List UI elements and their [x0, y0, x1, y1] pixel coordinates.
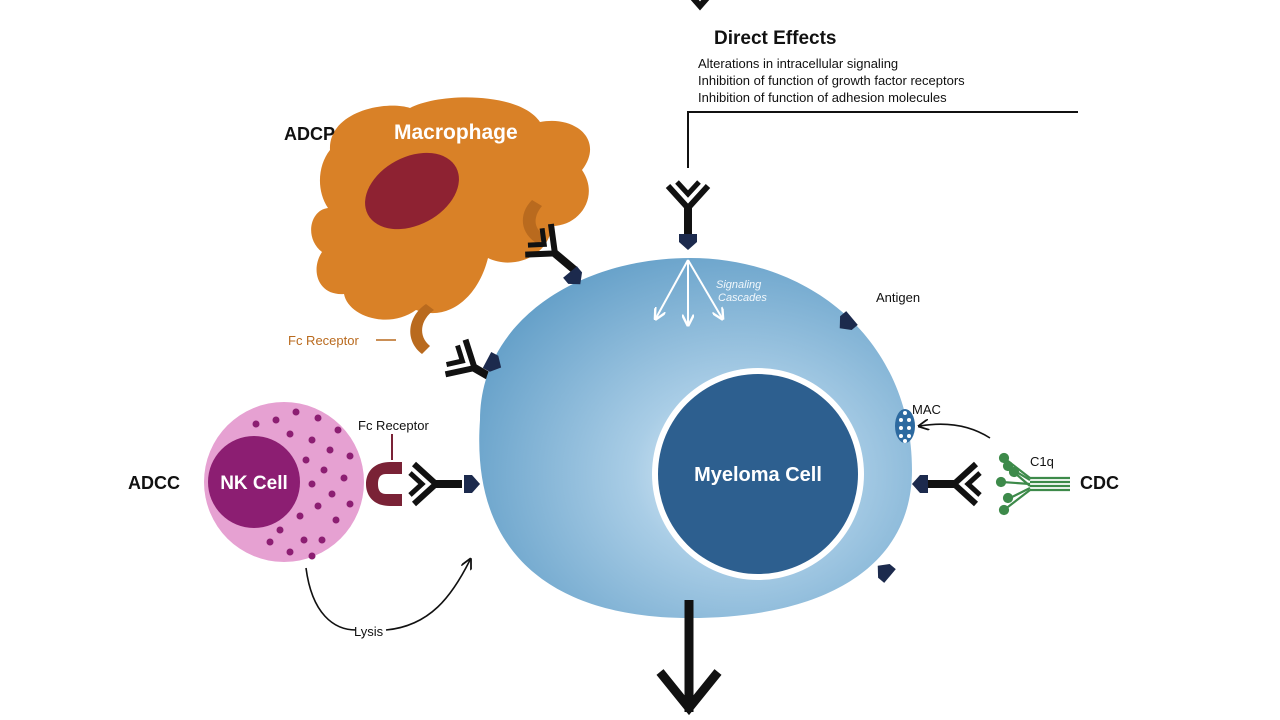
antigen: [871, 558, 896, 583]
macrophage-nucleus: [365, 152, 459, 230]
down-arrow-head: [656, 669, 722, 716]
direct-effect-item: Alterations in intracellular signaling: [698, 56, 898, 71]
antigen-label: Antigen: [876, 290, 920, 305]
mac-complex: [895, 409, 915, 443]
fc-receptor-nk: [366, 462, 402, 506]
nk-cell-label: NK Cell: [220, 473, 288, 494]
adcc-label: ADCC: [128, 473, 180, 493]
direct-effects-connector: [687, 111, 1078, 168]
adcp-label: ADCP: [284, 124, 335, 144]
myeloma-cell-label: Myeloma Cell: [694, 464, 822, 486]
direct-effect-item: Inhibition of function of adhesion molec…: [698, 90, 947, 105]
signaling-arrow: [687, 259, 722, 318]
cdc-label: CDC: [1080, 473, 1119, 493]
macrophage: [311, 97, 591, 320]
macrophage-label: Macrophage: [394, 121, 518, 144]
lysis-label: Lysis: [354, 624, 384, 639]
antibody-cdc: [928, 464, 980, 504]
mac-arrow: [920, 424, 991, 439]
c1q-label: C1q: [1030, 454, 1054, 469]
myeloma-nucleus: [658, 374, 858, 574]
fc-receptor-nk-label: Fc Receptor: [358, 418, 429, 433]
signaling-label: Cascades: [718, 292, 767, 304]
lysis-curve: [305, 567, 357, 631]
fc-receptor-macrophage: [410, 304, 434, 354]
antibody-adcc: [410, 464, 462, 504]
direct-effects-title: Direct Effects: [714, 28, 837, 49]
signaling-arrow: [656, 259, 689, 318]
antigen: [912, 475, 928, 493]
antigen: [679, 234, 697, 250]
fc-receptor-macrophage-label: Fc Receptor: [288, 333, 359, 348]
lysis-arrow: [385, 560, 470, 631]
mac-label: MAC: [912, 402, 941, 417]
direct-effect-item: Inhibition of function of growth factor …: [698, 73, 965, 88]
c1q: [995, 452, 1070, 516]
antibody-direct: [668, 182, 708, 234]
nk-cell-nucleus: [208, 436, 300, 528]
antigen: [464, 475, 480, 493]
title-fragment: [690, 0, 710, 11]
nk-granules: [252, 408, 354, 560]
signaling-label: Signaling: [716, 279, 762, 291]
